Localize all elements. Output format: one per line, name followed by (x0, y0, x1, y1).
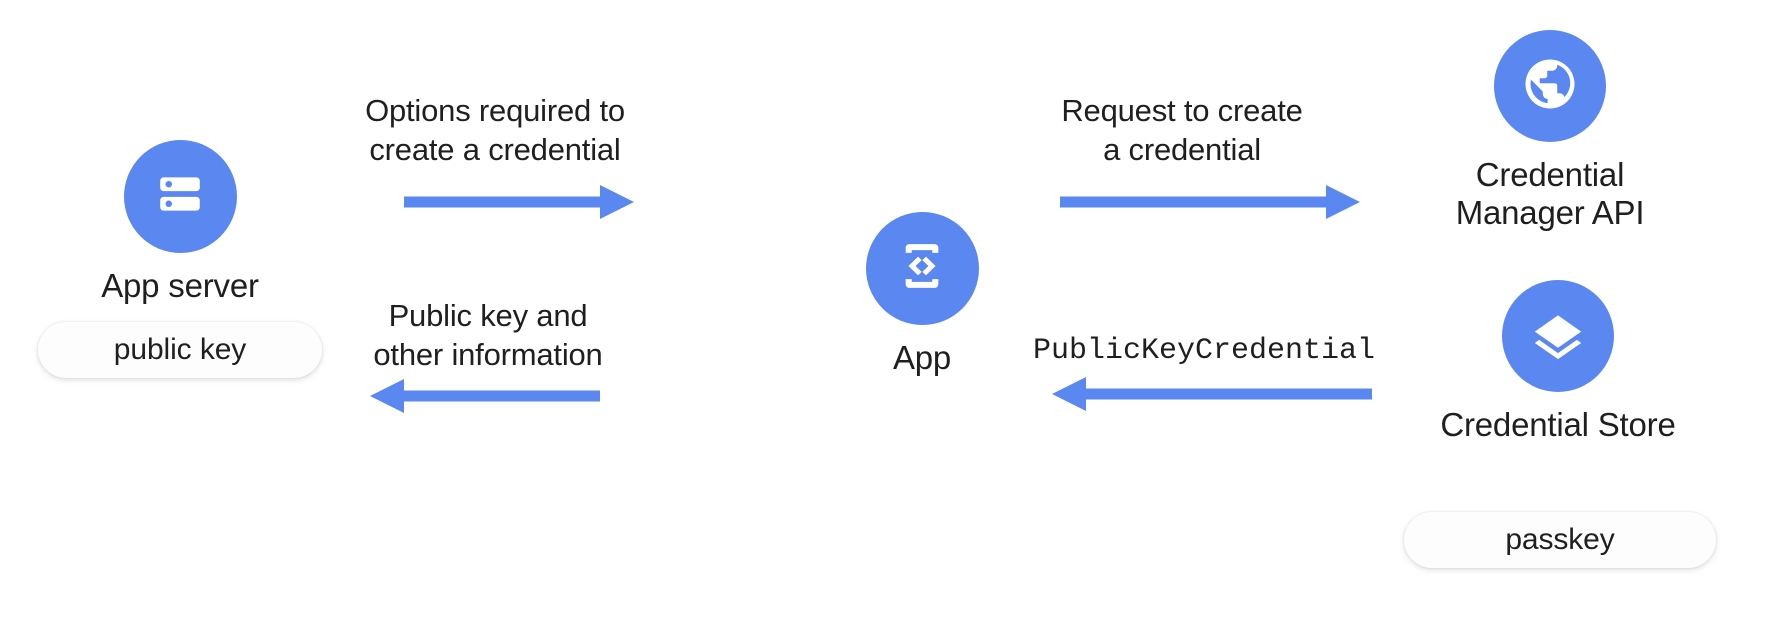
node-label-app: App (892, 339, 952, 376)
node-credential-store: Credential Store (1438, 280, 1678, 444)
arrow-label-options-required: Options required to create a credential (365, 93, 625, 167)
app-icon-circle (865, 212, 979, 325)
credential-manager-api-icon-circle (1494, 30, 1606, 142)
globe-icon (1520, 54, 1580, 119)
node-label-credential-store: Credential Store (1440, 406, 1676, 443)
arrow-label-publickeycredential: PublicKeyCredential (1032, 334, 1376, 368)
arrow-label-public-key-other-info: Public key and other information (373, 298, 603, 372)
layers-icon (1529, 305, 1587, 368)
arrow-request-to-create (1060, 178, 1360, 226)
node-app-server: App server (60, 140, 300, 305)
arrow-options-required (404, 178, 634, 226)
pill-public-key: public key (38, 322, 322, 378)
pill-passkey: passkey (1404, 512, 1716, 568)
node-label-credential-manager-api: Credential Manager API (1455, 156, 1645, 232)
arrow-publickeycredential (1052, 370, 1372, 418)
node-app: App (812, 212, 1032, 377)
credential-store-icon-circle (1502, 280, 1614, 392)
arrow-label-request-to-create: Request to create a credential (1061, 93, 1303, 167)
server-icon (153, 167, 207, 226)
app-server-icon-circle (123, 140, 237, 253)
node-label-app-server: App server (101, 267, 259, 304)
app-code-phone-icon (894, 238, 950, 299)
node-credential-manager-api: Credential Manager API (1430, 30, 1670, 233)
arrow-public-key-other-info (370, 372, 600, 420)
